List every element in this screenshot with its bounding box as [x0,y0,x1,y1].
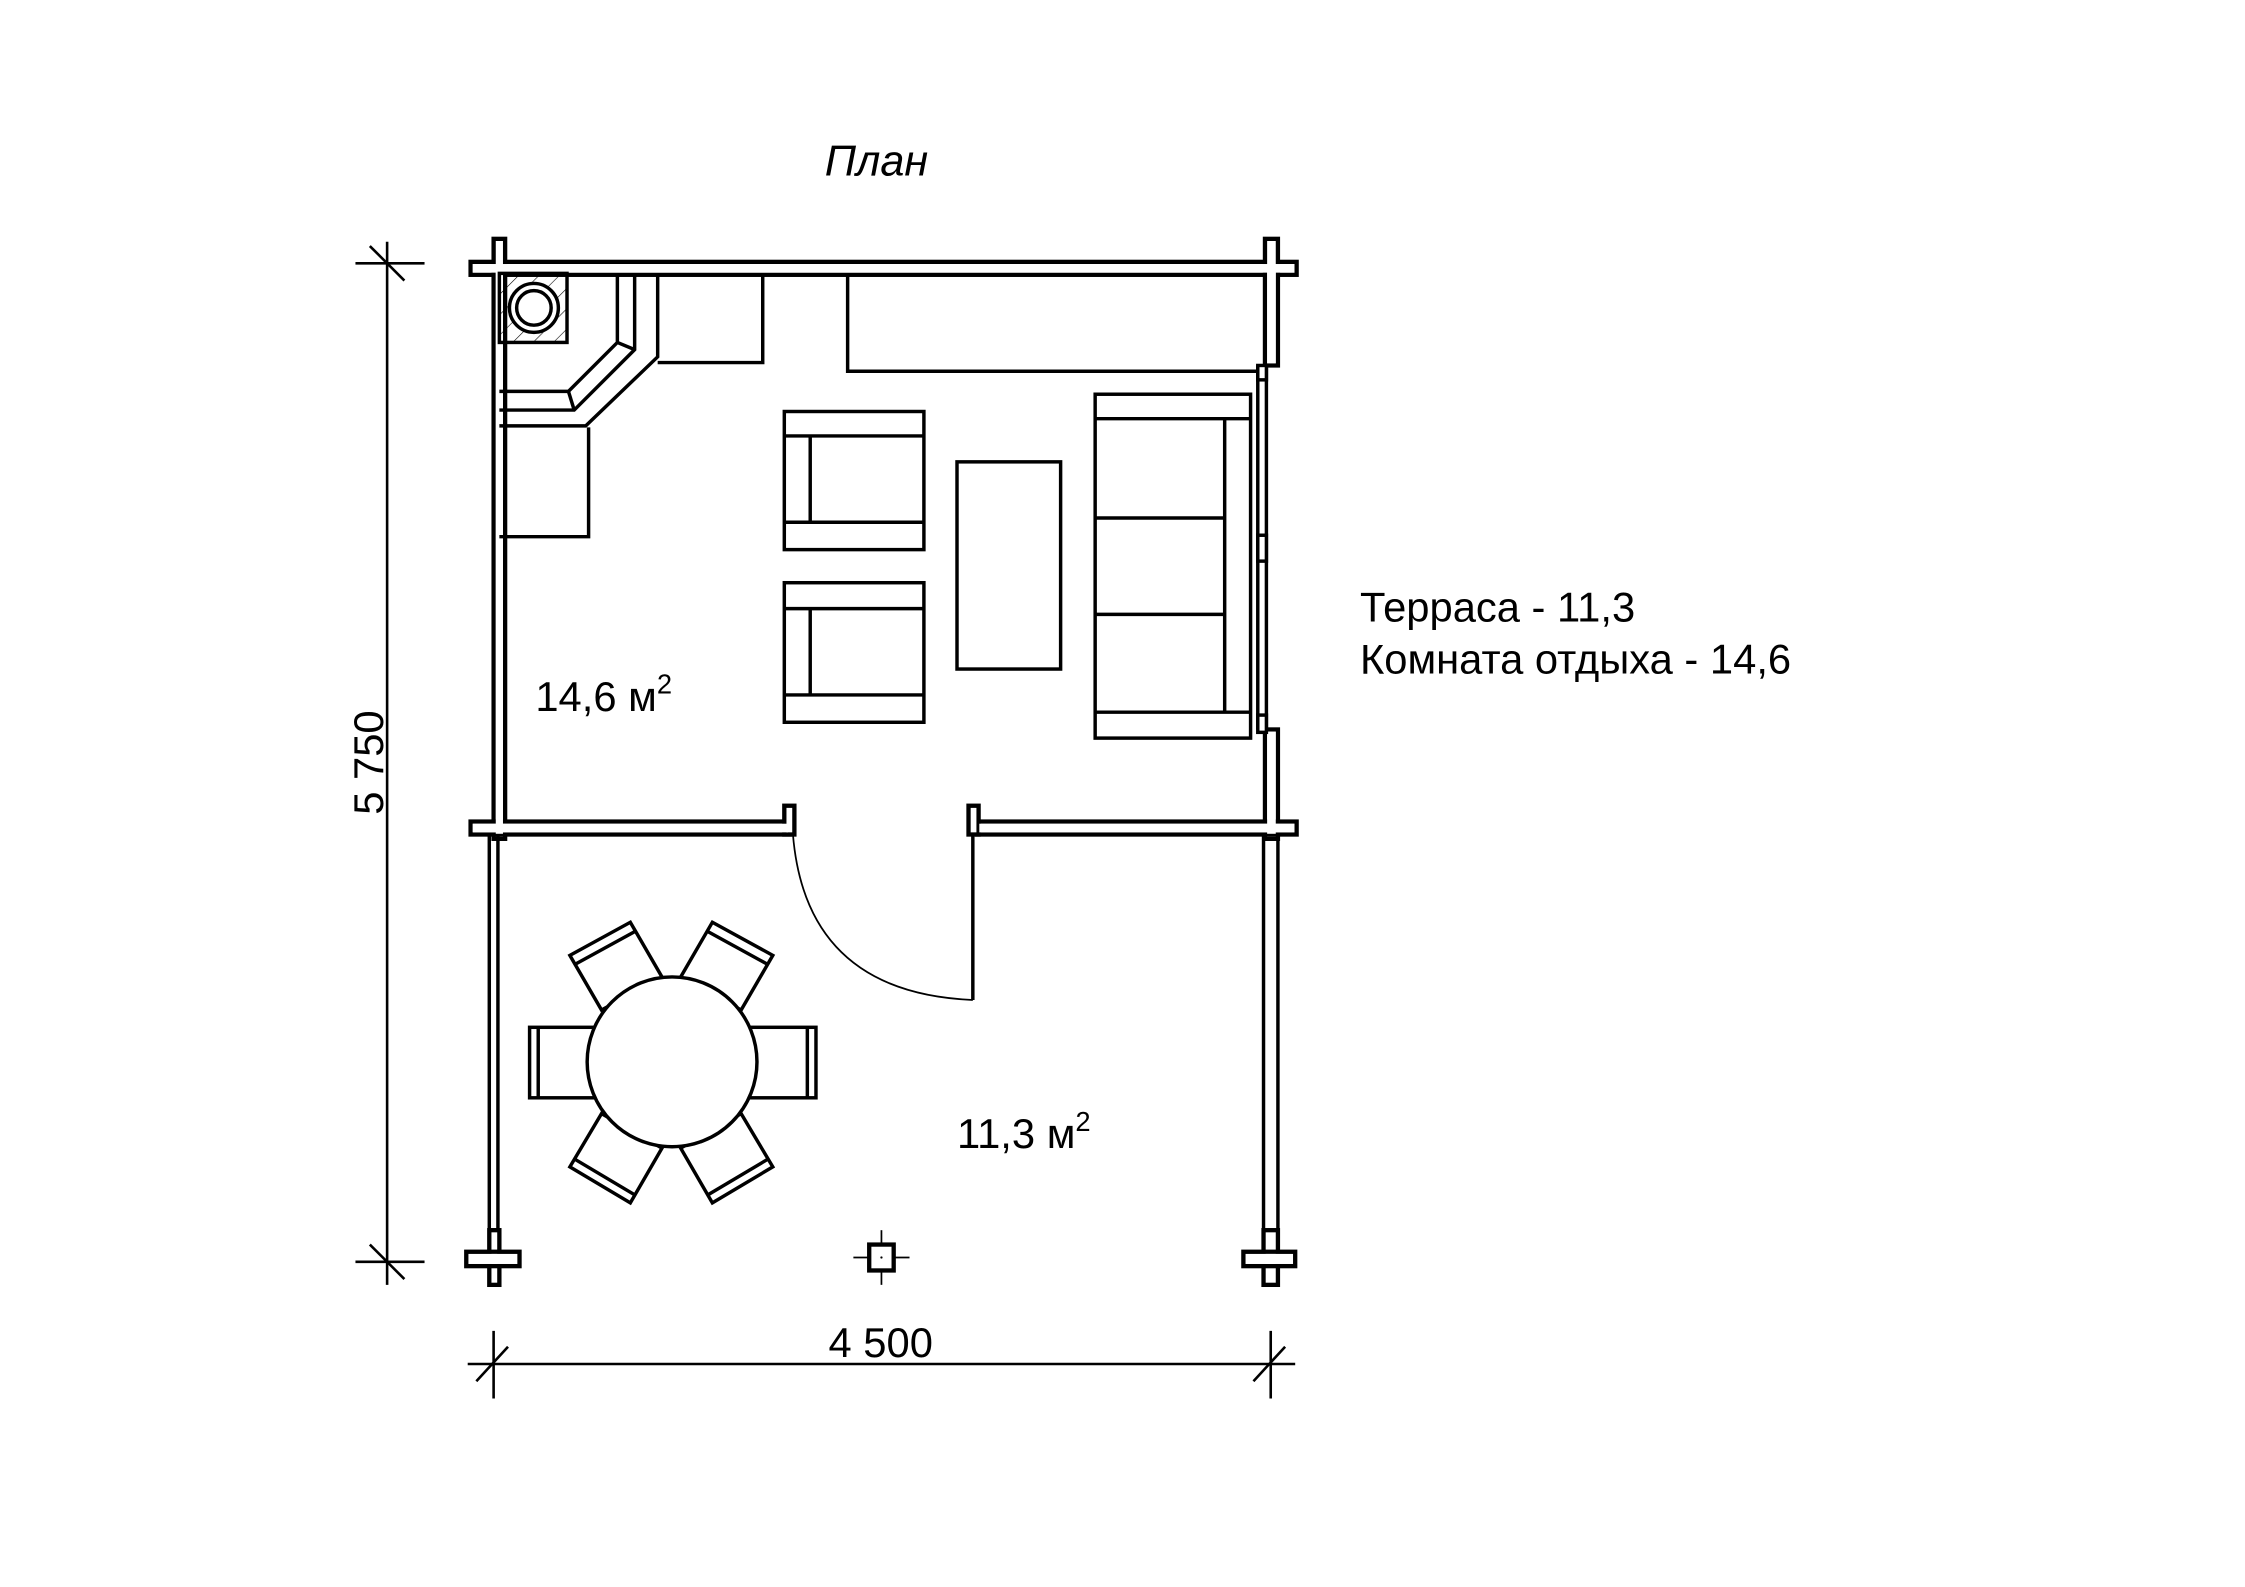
chair [748,1025,818,1100]
width-dimension-label: 4 500 [829,1319,933,1366]
area-legend: Терраса - 11,3 Комната отдыха - 14,6 [1360,584,1791,683]
armchair [782,580,926,725]
sofa [1093,392,1253,740]
armchair [782,409,926,552]
plan-title: План [825,138,928,186]
legend-lounge: Комната отдыха - 14,6 [1360,635,1791,682]
walls [468,236,1299,841]
width-dimension: 4 500 [467,1319,1296,1399]
height-dimension: 5 750 [345,241,425,1285]
terrace-posts [464,834,1298,1288]
entrance-door [792,834,975,1001]
stove [497,271,569,345]
corner-bench [499,273,765,539]
coffee-table [955,460,1063,671]
legend-terrace: Терраса - 11,3 [1360,584,1635,631]
room-area-lounge: 14,6 м2 [535,669,672,720]
center-post [853,1230,910,1285]
kitchen-counter [845,273,1258,373]
dining-set [527,919,818,1206]
round-table [585,975,759,1149]
room-area-terrace: 11,3 м2 [957,1106,1091,1157]
window-right [1256,363,1269,735]
height-dimension-label: 5 750 [345,710,392,814]
